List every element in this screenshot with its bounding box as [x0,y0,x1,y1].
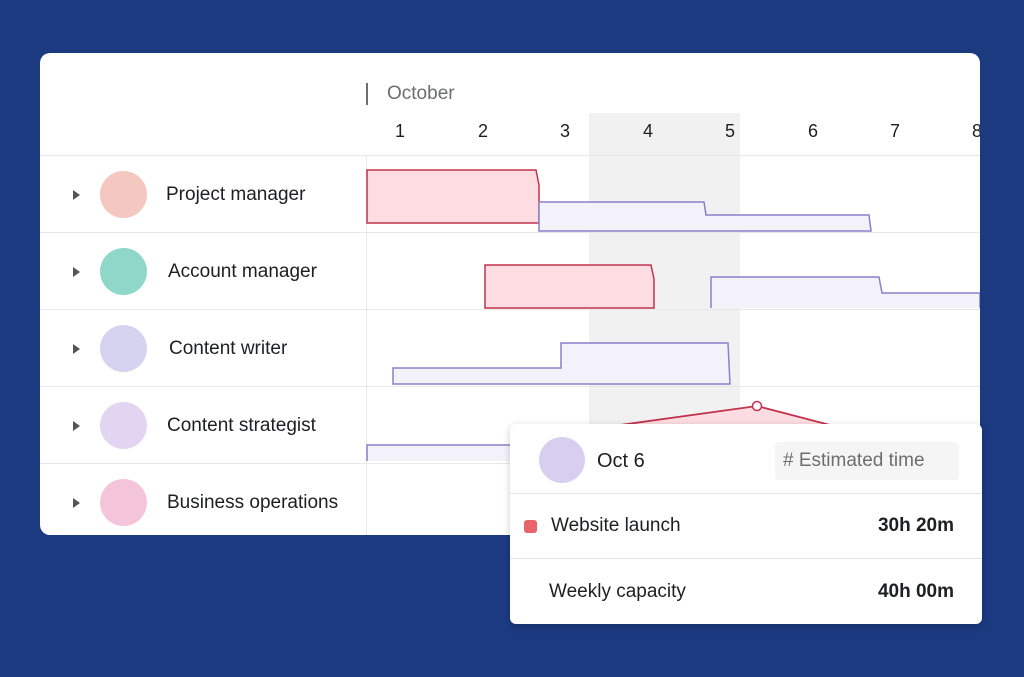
capacity-bar [710,276,980,308]
expand-caret-icon[interactable] [73,420,80,431]
row-business-operations[interactable]: Business operations [40,464,366,535]
row-content-writer[interactable]: Content writer [40,310,366,387]
overload-bar [366,169,540,224]
divider [40,155,980,156]
workload-tooltip: Oct 6 # Estimated time Website launch 30… [510,424,982,624]
day-label: 5 [724,121,735,141]
expand-caret-icon[interactable] [73,266,80,277]
expand-caret-icon[interactable] [73,497,80,508]
row-label: Business operations [167,491,339,513]
day-label: 3 [559,121,570,141]
day-label: 4 [642,121,653,141]
row-label: Content strategist [167,414,316,436]
day-label: 8 [971,121,980,141]
expand-caret-icon[interactable] [73,189,80,200]
expand-caret-icon[interactable] [73,343,80,354]
row-project-manager[interactable]: Project manager [40,156,366,233]
overload-bar [484,264,655,309]
field-label: Estimated time [798,450,925,471]
row-label: Account manager [168,260,317,282]
avatar [100,248,147,295]
estimated-time-field[interactable]: # Estimated time [775,442,959,480]
day-label: 7 [889,121,900,141]
divider [40,386,980,387]
row-label: Content writer [169,337,288,359]
row-account-manager[interactable]: Account manager [40,233,366,310]
hash-icon: # [783,450,794,471]
project-color-dot [524,520,537,533]
divider [510,558,982,559]
day-label: 1 [394,121,405,141]
avatar [100,479,147,526]
avatar [100,171,147,218]
day-label: 2 [477,121,488,141]
avatar [100,325,147,372]
tooltip-date: Oct 6 [597,450,645,472]
item-value: 40h 00m [877,581,954,602]
capacity-bar [366,444,521,461]
row-content-strategist[interactable]: Content strategist [40,387,366,464]
row-label: Project manager [166,183,306,205]
item-label: Weekly capacity [549,581,686,602]
overload-peak [620,406,830,425]
avatar [539,437,585,483]
divider [40,309,980,310]
capacity-bar [392,342,731,385]
divider [40,232,980,233]
divider [366,155,367,535]
month-label: October [366,83,455,105]
avatar [100,402,147,449]
day-label: 6 [807,121,818,141]
capacity-bar [538,201,872,232]
workload-chart [366,169,980,461]
peak-marker [751,400,763,412]
item-label: Website launch [551,515,681,536]
divider [510,493,982,494]
item-value: 30h 20m [877,515,954,536]
